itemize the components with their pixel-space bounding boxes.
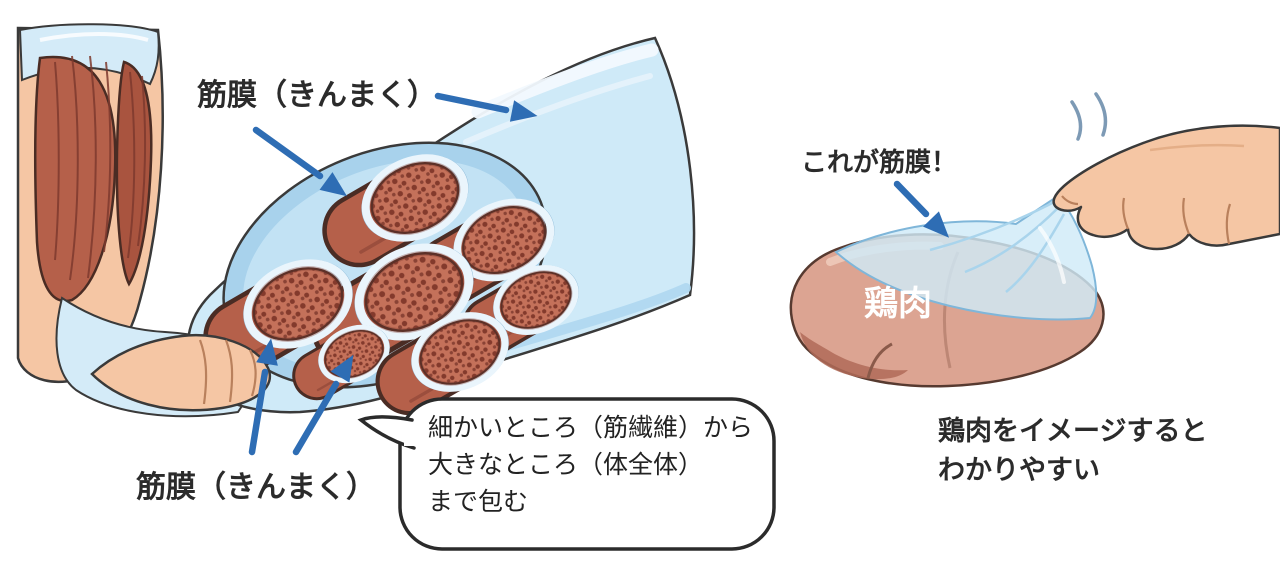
muscle-bundle	[311, 243, 474, 369]
chicken-caption: 鶏肉をイメージすると わかりやすい	[938, 412, 1207, 490]
finger-lines	[198, 339, 257, 405]
muscle-bundle	[322, 154, 469, 268]
tube-highlight	[471, 43, 659, 119]
knuckle-line	[1149, 143, 1245, 152]
caption-line: 鶏肉をイメージすると	[938, 416, 1208, 447]
chicken-meat-label: 鶏肉	[864, 284, 932, 324]
membrane-glint	[1038, 226, 1066, 284]
meat-shading	[800, 332, 908, 380]
arrow-top-right-icon	[434, 92, 538, 122]
bubble-line: 細かいところ（筋繊維）から	[428, 413, 754, 442]
tube-highlight-2	[463, 73, 653, 145]
pulling-hand	[1052, 124, 1280, 251]
tendon-highlight	[39, 32, 149, 42]
arrow-membrane-icon	[893, 180, 950, 238]
muscle-bundle	[203, 259, 353, 375]
fascia-label-top: 筋膜（きんまく）	[197, 78, 437, 113]
caption-line: わかりやすい	[938, 455, 1100, 486]
membrane-callout-label: これが筋膜！	[801, 148, 958, 178]
fascia-label-bottom: 筋膜（きんまく）	[136, 470, 376, 505]
muscle-bundle	[375, 312, 509, 416]
meat-cleft	[866, 342, 893, 379]
tube-shadow	[495, 283, 691, 353]
chicken-illustration	[789, 92, 1280, 388]
arrow-bottom-right-icon	[292, 354, 354, 456]
membrane-folds	[929, 198, 1066, 293]
motion-lines-icon	[1070, 92, 1108, 141]
muscle-striations	[54, 55, 147, 281]
bubble-line: まで包む	[428, 487, 529, 516]
speech-bubble	[357, 397, 776, 551]
fascia-membrane	[834, 194, 1098, 321]
arrow-top-left-icon	[252, 126, 348, 197]
speech-bubble-tail	[357, 415, 416, 450]
muscle-fiber-bundles	[203, 154, 579, 416]
arm-illustration	[16, 23, 270, 418]
arm-hand	[90, 334, 271, 412]
hand-creases	[1061, 195, 1232, 245]
speech-bubble-text: 細かいところ（筋繊維）から 大きなところ（体全体） まで包む	[428, 409, 753, 520]
arrow-bottom-left-icon	[248, 338, 278, 456]
bubble-line: 大きなところ（体全体）	[428, 450, 704, 479]
